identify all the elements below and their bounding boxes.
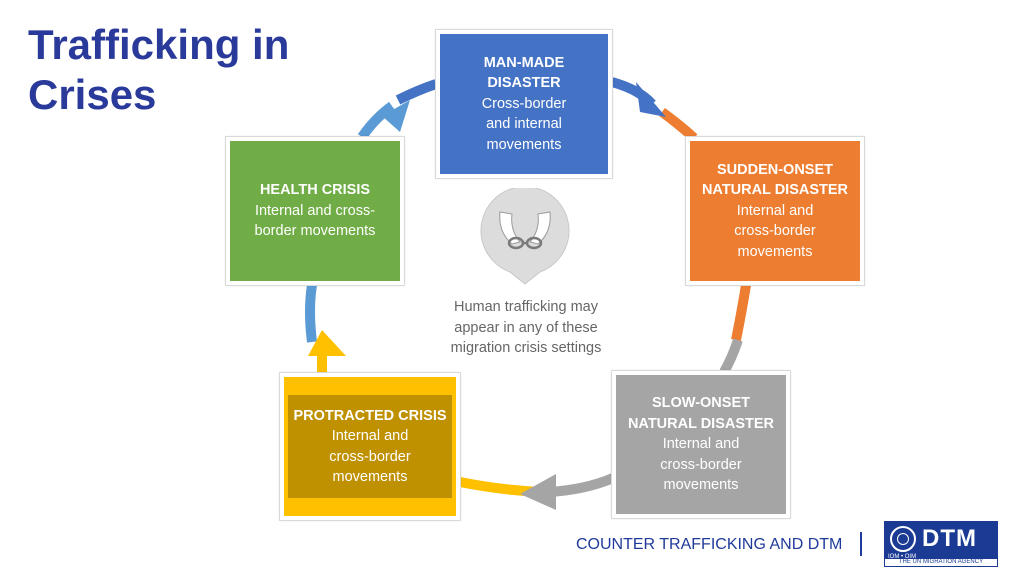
box-heading: HEALTH CRISIS: [259, 182, 371, 199]
box-slow-onset: SLOW-ONSET NATURAL DISASTER Internal and…: [611, 370, 791, 519]
footer-divider: [860, 532, 862, 556]
logo-org: IOM • OIM: [888, 554, 917, 560]
title-line-2: Crises: [28, 71, 157, 118]
box-heading: SLOW-ONSET NATURAL DISASTER: [627, 395, 775, 432]
box-protracted-crisis: PROTRACTED CRISIS Internal and cross-bor…: [279, 372, 461, 521]
box-man-made-disaster: MAN-MADE DISASTER Cross-border and inter…: [435, 29, 613, 179]
handcuffed-hands-icon: [480, 188, 570, 285]
box-description: Internal and cross-border movements: [734, 202, 816, 260]
box-heading: PROTRACTED CRISIS: [293, 407, 447, 424]
arc-blue-upper: [395, 79, 438, 105]
logo-name: DTM: [922, 525, 977, 552]
arc-orange: [659, 107, 698, 142]
box-description: Internal and cross-border movements: [329, 428, 411, 485]
arrowhead-lightblue: [382, 100, 410, 132]
footer-text: COUNTER TRAFFICKING AND DTM: [576, 536, 843, 553]
box-heading: SUDDEN-ONSET NATURAL DISASTER: [701, 161, 849, 199]
arc-lightblue-upper: [357, 101, 395, 140]
arc-orange-lower: [731, 284, 751, 341]
page-title: Trafficking in Crises: [28, 20, 348, 120]
logo-tagline: THE UN MIGRATION AGENCY: [884, 558, 998, 567]
title-line-1: Trafficking in: [28, 21, 290, 68]
arrowhead-gray: [520, 474, 556, 510]
arc-gray: [719, 338, 743, 375]
arrowhead-blue: [636, 82, 666, 117]
iom-emblem-icon: [890, 526, 916, 552]
box-health-crisis: HEALTH CRISIS Internal and cross- border…: [225, 136, 405, 286]
box-description: Internal and cross-border movements: [660, 436, 742, 494]
box-sudden-onset: SUDDEN-ONSET NATURAL DISASTER Internal a…: [685, 136, 865, 286]
box-heading: MAN-MADE DISASTER: [483, 54, 565, 92]
arrow-gray-to-protracted: [547, 473, 615, 497]
arc-lightblue: [305, 284, 317, 343]
arrowhead-yellow: [308, 330, 346, 356]
center-caption: Human trafficking may appear in any of t…: [450, 299, 602, 356]
dtm-logo: IOM • OIM DTM THE UN MIGRATION AGENCY: [884, 521, 998, 567]
box-description: Cross-border and internal movements: [481, 95, 567, 153]
box-description: Internal and cross- border movements: [254, 202, 376, 240]
